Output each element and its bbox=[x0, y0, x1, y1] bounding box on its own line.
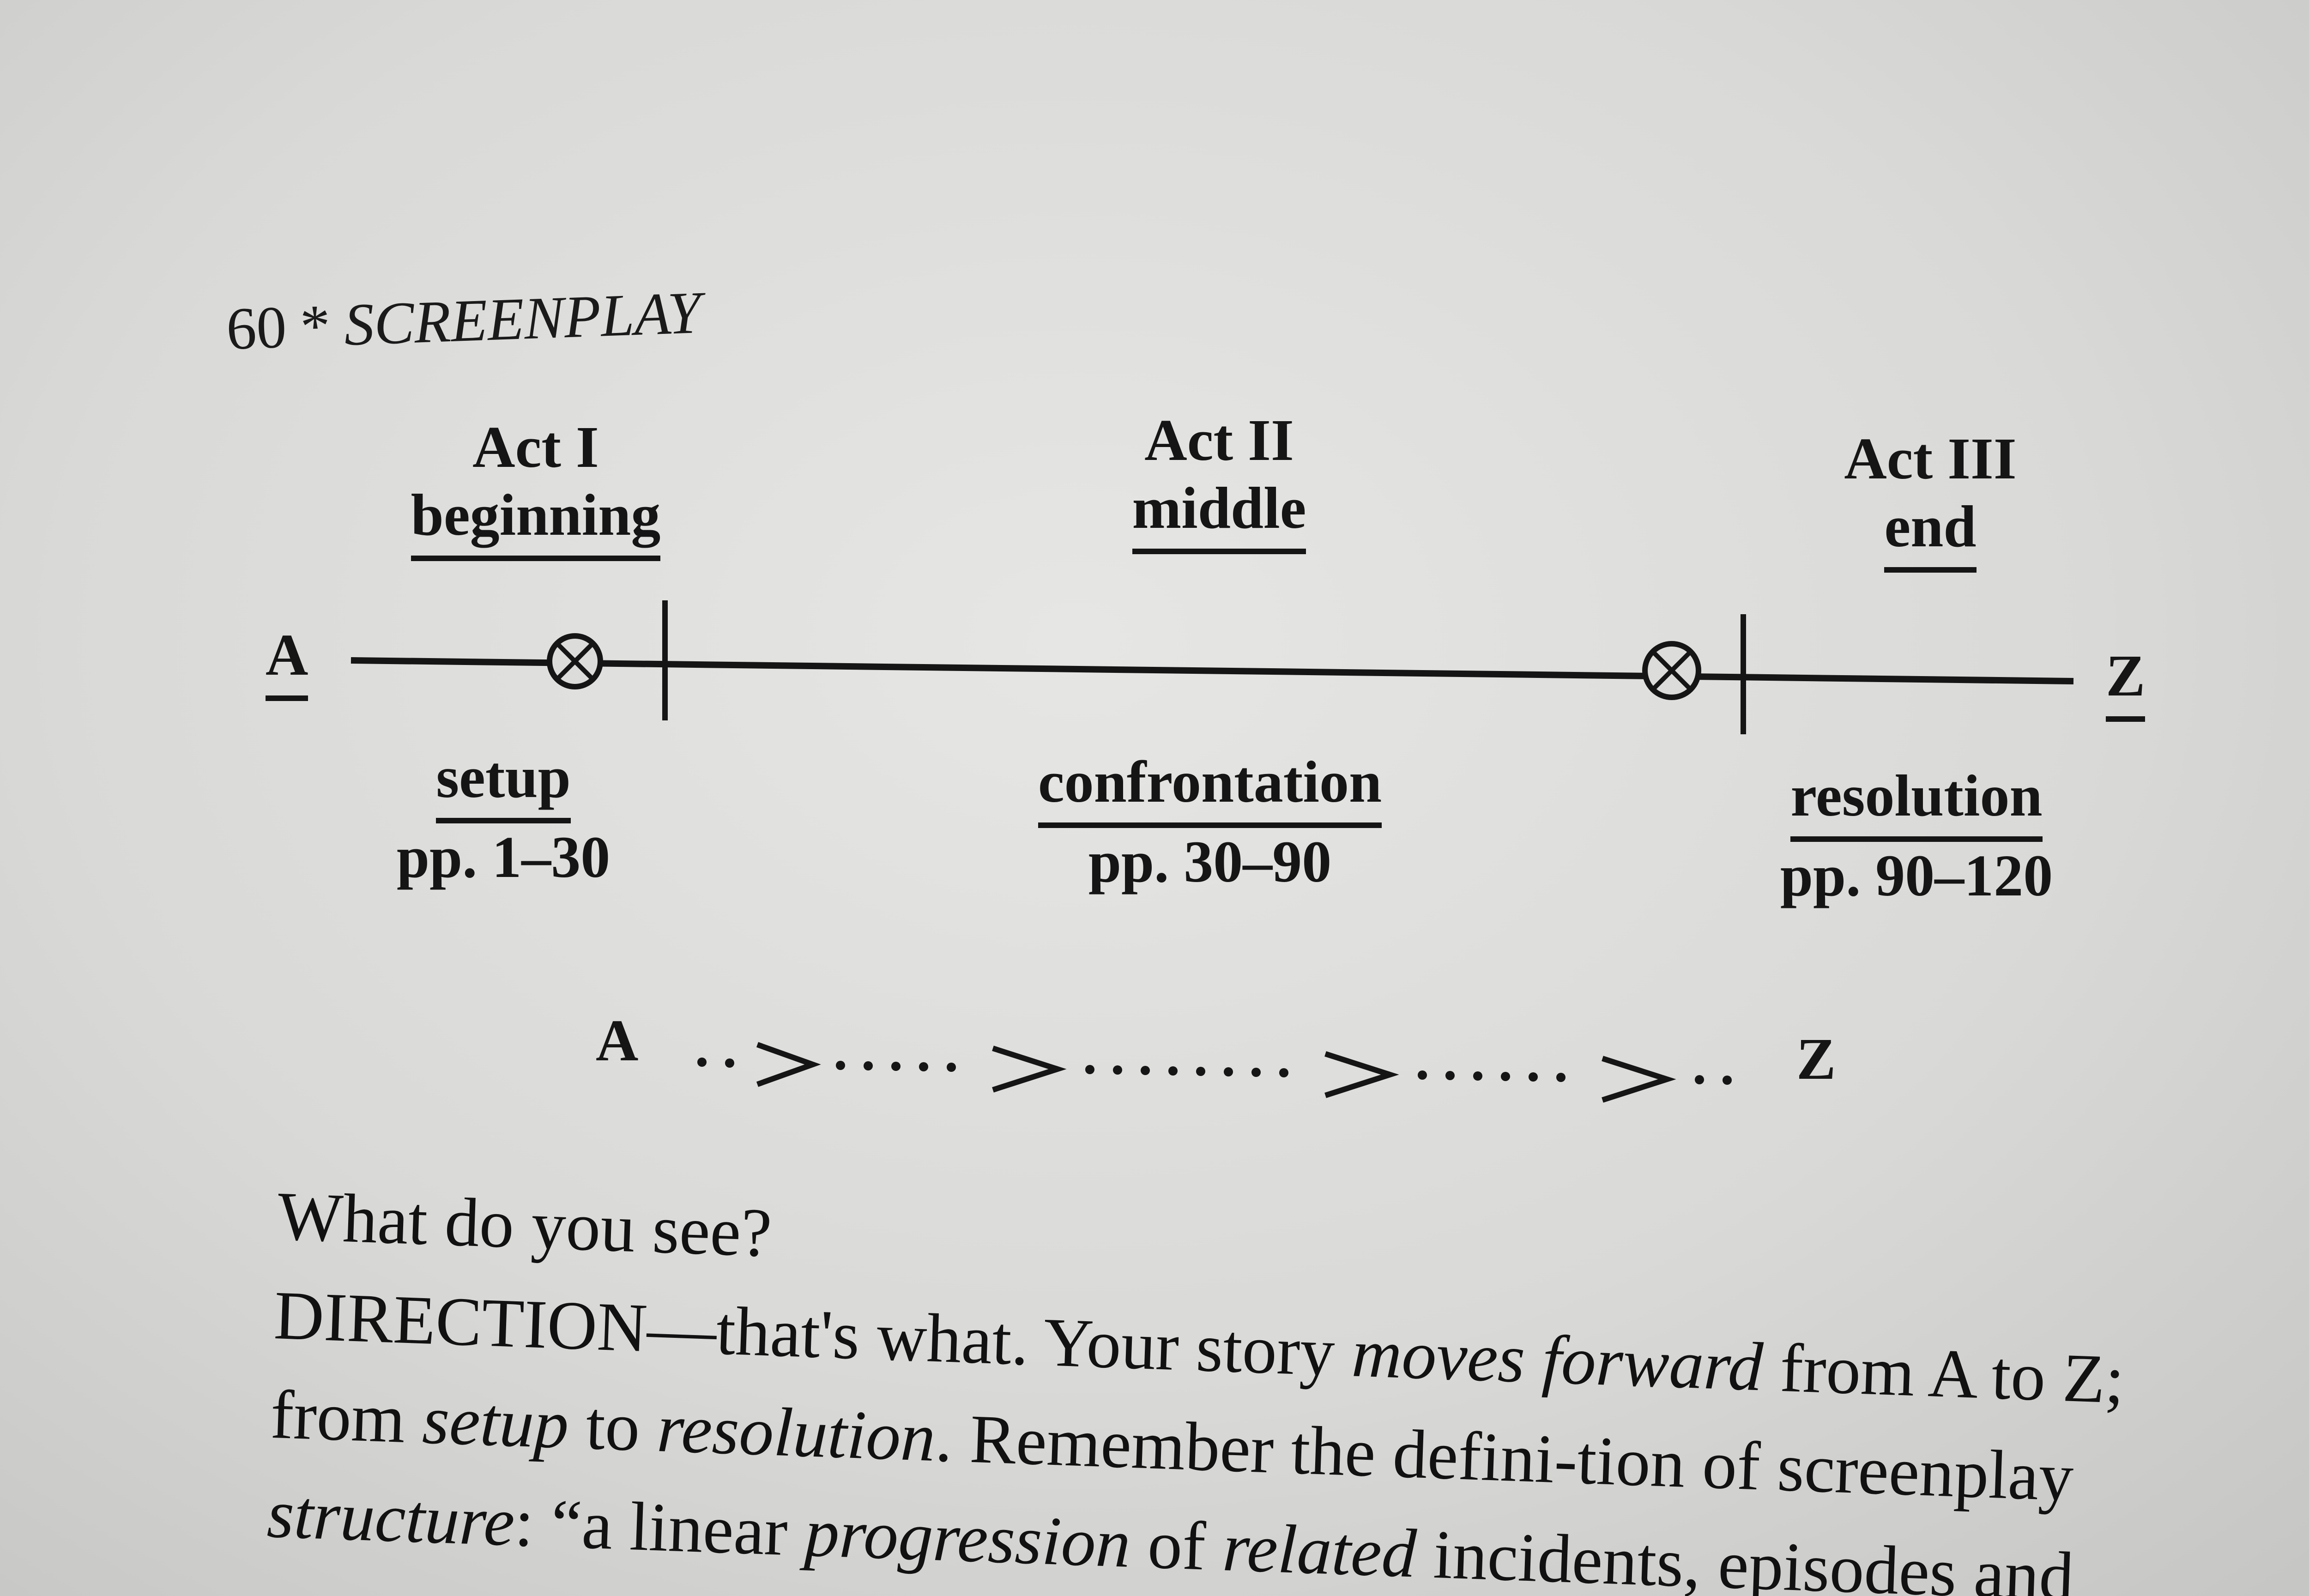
body-emphasis: moves forward bbox=[1350, 1314, 1765, 1406]
direction-chevrons bbox=[756, 1042, 1676, 1103]
direction-arrow-line bbox=[697, 1058, 1732, 1085]
act-1-title: Act I bbox=[472, 414, 599, 480]
direction-start-label: A bbox=[596, 1008, 639, 1073]
act-2-pages: pp. 30–90 bbox=[1088, 829, 1332, 895]
direction-end-label: Z bbox=[1796, 1026, 1836, 1092]
act-2-header: Act II middle bbox=[1081, 406, 1358, 554]
paradigm-start: A bbox=[266, 621, 308, 701]
body-emphasis: related bbox=[1221, 1508, 1418, 1592]
act-3-header: Act III end bbox=[1792, 425, 2069, 573]
body-emphasis: resolution bbox=[656, 1390, 937, 1476]
act-1-subtitle: beginning bbox=[411, 481, 661, 561]
act-3-subtitle: end bbox=[1884, 493, 1977, 573]
body-text-run: of bbox=[1129, 1505, 1224, 1585]
act-2-footer: confrontation pp. 30–90 bbox=[997, 748, 1422, 896]
body-emphasis: progression bbox=[803, 1494, 1132, 1582]
act-3-title: Act III bbox=[1844, 426, 2017, 491]
plot-point-2-icon bbox=[1642, 641, 1701, 700]
act-2-subtitle: middle bbox=[1132, 474, 1306, 554]
body-emphasis: structure bbox=[266, 1475, 516, 1561]
act-1-function: setup bbox=[436, 744, 571, 823]
act-1-pages: pp. 1–30 bbox=[396, 824, 610, 890]
act-1-header: Act I beginning bbox=[397, 413, 674, 561]
act-3-footer: resolution pp. 90–120 bbox=[1755, 762, 2078, 910]
paradigm-end: Z bbox=[2106, 642, 2146, 722]
act-3-function: resolution bbox=[1790, 762, 2043, 842]
paradigm-end-label: Z bbox=[2106, 642, 2146, 722]
body-text-run: to bbox=[567, 1386, 659, 1466]
paradigm-start-label: A bbox=[266, 621, 308, 701]
body-emphasis: setup bbox=[421, 1381, 570, 1463]
body-text-run: . Remember the defini-tion of screenplay bbox=[934, 1399, 2075, 1516]
act-2-title: Act II bbox=[1144, 407, 1294, 473]
act-3-pages: pp. 90–120 bbox=[1780, 843, 2053, 908]
body-text-run: incidents, episodes and bbox=[1432, 1516, 2075, 1596]
act-2-function: confrontation bbox=[1038, 748, 1382, 828]
plot-point-1-icon bbox=[547, 633, 603, 689]
body-text-run: : “a linear bbox=[513, 1484, 806, 1571]
act-1-footer: setup pp. 1–30 bbox=[365, 744, 642, 891]
paradigm-timeline bbox=[351, 657, 2074, 684]
body-text: What do you see? DIRECTION—that's what. … bbox=[185, 1164, 2229, 1596]
